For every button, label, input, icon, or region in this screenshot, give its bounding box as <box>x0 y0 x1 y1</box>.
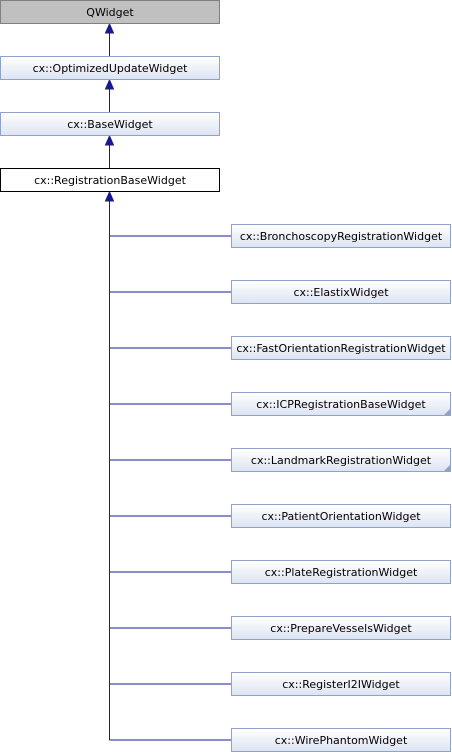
class-node-label: cx::PrepareVesselsWidget <box>270 622 412 635</box>
class-node-label: QWidget <box>86 6 134 19</box>
class-node-label: cx::BaseWidget <box>67 118 153 131</box>
inheritance-arrowhead <box>104 134 115 146</box>
edges-layer <box>104 22 232 741</box>
class-node-landmark-registration-widget[interactable]: cx::LandmarkRegistrationWidget <box>231 448 451 472</box>
class-node-box <box>0 168 220 192</box>
inheritance-arrowhead <box>104 78 115 90</box>
class-node-fast-orientation-registration-widget[interactable]: cx::FastOrientationRegistrationWidget <box>231 336 451 360</box>
class-node-box <box>231 672 451 696</box>
class-node-label: cx::LandmarkRegistrationWidget <box>251 454 432 467</box>
class-node-label: cx::RegisterI2IWidget <box>282 678 400 691</box>
class-node-register-i2iwidget[interactable]: cx::RegisterI2IWidget <box>231 672 451 696</box>
inheritance-arrowhead <box>104 22 115 34</box>
class-node-bronchoscopy-registration-widget[interactable]: cx::BronchoscopyRegistrationWidget <box>231 224 451 248</box>
class-node-box <box>0 0 220 24</box>
class-node-box <box>231 616 451 640</box>
class-node-elastix-widget[interactable]: cx::ElastixWidget <box>231 280 451 304</box>
inheritance-arrowhead <box>104 190 115 202</box>
class-node-box <box>231 560 451 584</box>
class-node-registration-base-widget: cx::RegistrationBaseWidget <box>0 168 220 192</box>
class-node-icpregistration-base-widget[interactable]: cx::ICPRegistrationBaseWidget <box>231 392 451 416</box>
class-node-label: cx::BronchoscopyRegistrationWidget <box>240 230 443 243</box>
class-node-label: cx::ElastixWidget <box>293 286 389 299</box>
class-node-box <box>231 280 451 304</box>
class-node-box <box>0 56 220 80</box>
class-node-base-widget[interactable]: cx::BaseWidget <box>0 112 220 136</box>
class-node-label: cx::OptimizedUpdateWidget <box>33 62 189 75</box>
class-node-label: cx::PlateRegistrationWidget <box>265 566 418 579</box>
class-node-label: cx::ICPRegistrationBaseWidget <box>256 398 426 411</box>
class-node-label: cx::FastOrientationRegistrationWidget <box>236 342 446 355</box>
class-node-label: cx::PatientOrientationWidget <box>261 510 421 523</box>
class-node-patient-orientation-widget[interactable]: cx::PatientOrientationWidget <box>231 504 451 528</box>
has-subclasses-marker <box>443 464 451 472</box>
class-node-box <box>231 336 451 360</box>
class-node-box <box>231 392 451 416</box>
class-node-box <box>231 448 451 472</box>
class-node-box <box>231 504 451 528</box>
class-node-qwidget[interactable]: QWidget <box>0 0 220 24</box>
class-node-plate-registration-widget[interactable]: cx::PlateRegistrationWidget <box>231 560 451 584</box>
class-node-optimized-update-widget[interactable]: cx::OptimizedUpdateWidget <box>0 56 220 80</box>
class-node-prepare-vessels-widget[interactable]: cx::PrepareVesselsWidget <box>231 616 451 640</box>
has-subclasses-marker <box>443 408 451 416</box>
class-node-box <box>231 224 451 248</box>
class-node-box <box>0 112 220 136</box>
class-node-label: cx::RegistrationBaseWidget <box>34 174 187 187</box>
class-node-wire-phantom-widget[interactable]: cx::WirePhantomWidget <box>231 728 451 752</box>
class-node-label: cx::WirePhantomWidget <box>275 734 408 747</box>
